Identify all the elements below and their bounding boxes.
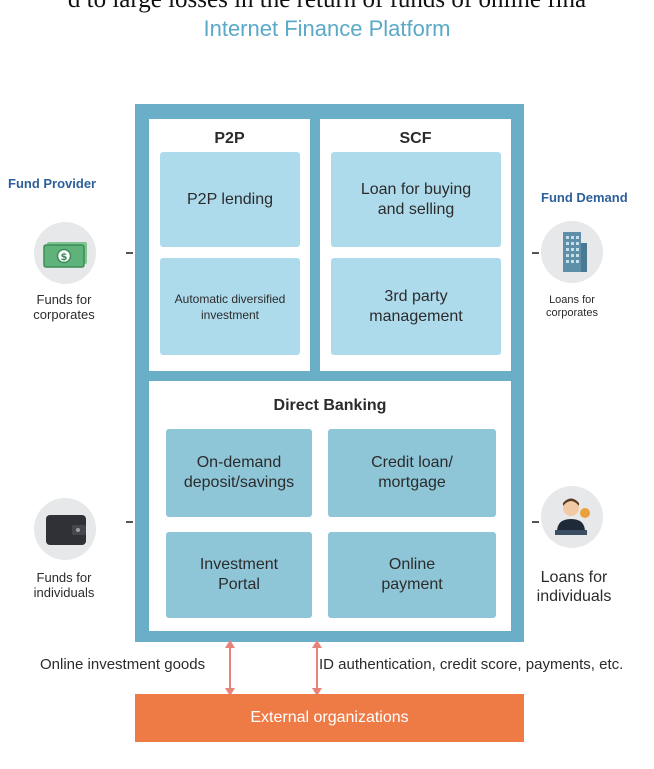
building-icon bbox=[563, 232, 587, 272]
automatic-diversified-investment-box: Automatic diversified investment bbox=[160, 258, 300, 355]
p2p-lending-text: P2P lending bbox=[187, 190, 273, 208]
online-investment-goods-label: Online investment goods bbox=[40, 656, 206, 673]
svg-text:$: $ bbox=[61, 252, 68, 263]
credit-loan-mortgage-box: Credit loan/ mortgage bbox=[328, 429, 496, 517]
cropped-caption-text: d to large losses in the return of funds… bbox=[0, 0, 654, 14]
automatic-diversified-investment-text: Automatic diversified investment bbox=[174, 291, 286, 322]
funds-for-corporates-label: Funds for corporates bbox=[33, 292, 95, 322]
credit-loan-mortgage-text: Credit loan/ mortgage bbox=[371, 454, 453, 491]
p2p-lending-box: P2P lending bbox=[160, 152, 300, 247]
on-demand-deposit-text: On-demand deposit/savings bbox=[183, 454, 295, 491]
third-party-management-box: 3rd party management bbox=[331, 258, 501, 355]
third-party-management-text: 3rd party management bbox=[369, 287, 463, 325]
loans-for-individuals-label: Loans for individuals bbox=[536, 569, 612, 605]
scf-title: SCF bbox=[399, 130, 432, 147]
loan-buying-selling-box: Loan for buying and selling bbox=[331, 152, 501, 247]
money-icon: $ bbox=[43, 242, 87, 268]
external-organizations-box: External organizations bbox=[135, 694, 524, 742]
funds-corporates-icon-circle: $ bbox=[34, 222, 96, 284]
right-double-arrow bbox=[312, 640, 322, 696]
funds-for-individuals-label: Funds for individuals bbox=[33, 570, 95, 600]
right-connector-dash bbox=[532, 252, 539, 254]
right-connector-dash-2 bbox=[532, 521, 539, 523]
funds-individuals-icon-circle bbox=[34, 498, 96, 560]
left-double-arrow bbox=[225, 640, 235, 696]
fund-demand-heading: Fund Demand bbox=[541, 190, 628, 205]
loans-individuals-icon-circle bbox=[541, 486, 603, 548]
loan-buying-selling-text: Loan for buying and selling bbox=[360, 180, 472, 218]
investment-portal-text: Investment Portal bbox=[199, 556, 279, 593]
direct-banking-title: Direct Banking bbox=[273, 397, 387, 414]
loans-corporates-icon-circle bbox=[541, 221, 603, 283]
person-icon bbox=[555, 498, 590, 535]
on-demand-deposit-box: On-demand deposit/savings bbox=[166, 429, 312, 517]
left-connector-dash bbox=[126, 252, 133, 254]
fund-provider-heading: Fund Provider bbox=[8, 176, 97, 191]
diagram-title: Internet Finance Platform bbox=[203, 16, 451, 41]
p2p-title: P2P bbox=[214, 130, 245, 147]
loans-for-corporates-label: Loans for corporates bbox=[546, 294, 598, 319]
investment-portal-box: Investment Portal bbox=[166, 532, 312, 618]
id-authentication-label: ID authentication, credit score, payment… bbox=[319, 656, 624, 673]
online-payment-box: Online payment bbox=[328, 532, 496, 618]
left-connector-dash-2 bbox=[126, 521, 133, 523]
wallet-icon bbox=[46, 515, 86, 545]
online-payment-text: Online payment bbox=[381, 556, 443, 593]
external-organizations-text: External organizations bbox=[250, 709, 409, 726]
